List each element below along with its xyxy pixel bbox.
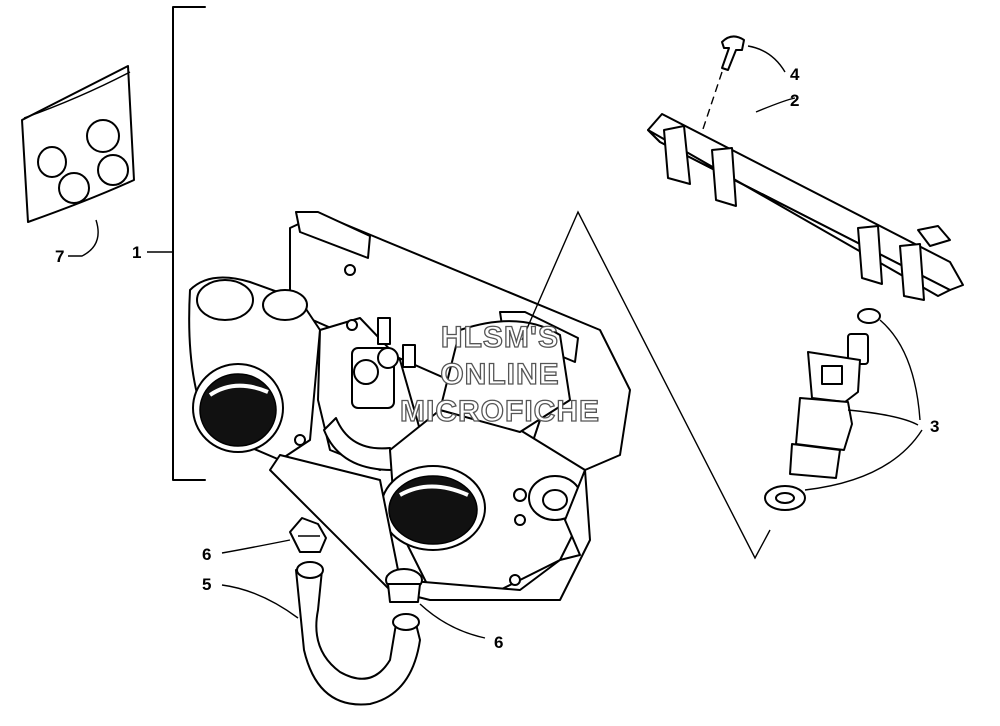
fuel-rail-part-2[interactable] (647, 97, 964, 301)
callout-2: 2 (790, 91, 799, 110)
callout-5: 5 (202, 575, 211, 594)
gasket-kit-part-7[interactable] (21, 65, 135, 257)
watermark-line-1: HLSM'S (441, 321, 559, 354)
assembly-bracket (147, 6, 206, 481)
throttle-body-assembly-part-1[interactable] (188, 211, 631, 601)
callout-6-upper: 6 (202, 545, 211, 564)
fuel-hose-part-5[interactable] (221, 561, 421, 706)
callout-4: 4 (790, 65, 800, 84)
watermark-line-3: MICROFICHE (400, 395, 600, 428)
hose-clamp-part-6-lower[interactable] (385, 568, 486, 639)
watermark-line-2: ONLINE (440, 358, 559, 391)
hose-clamp-part-6-upper[interactable] (221, 517, 327, 554)
watermark: HLSM'S ONLINE MICROFICHE (399, 320, 600, 428)
callout-7: 7 (55, 247, 64, 266)
callout-6-lower: 6 (494, 633, 503, 652)
callout-1: 1 (132, 243, 141, 262)
injector-part-3[interactable] (764, 308, 923, 511)
explode-lines (521, 210, 771, 560)
screw-part-4[interactable] (699, 35, 786, 139)
callout-3: 3 (930, 417, 939, 436)
